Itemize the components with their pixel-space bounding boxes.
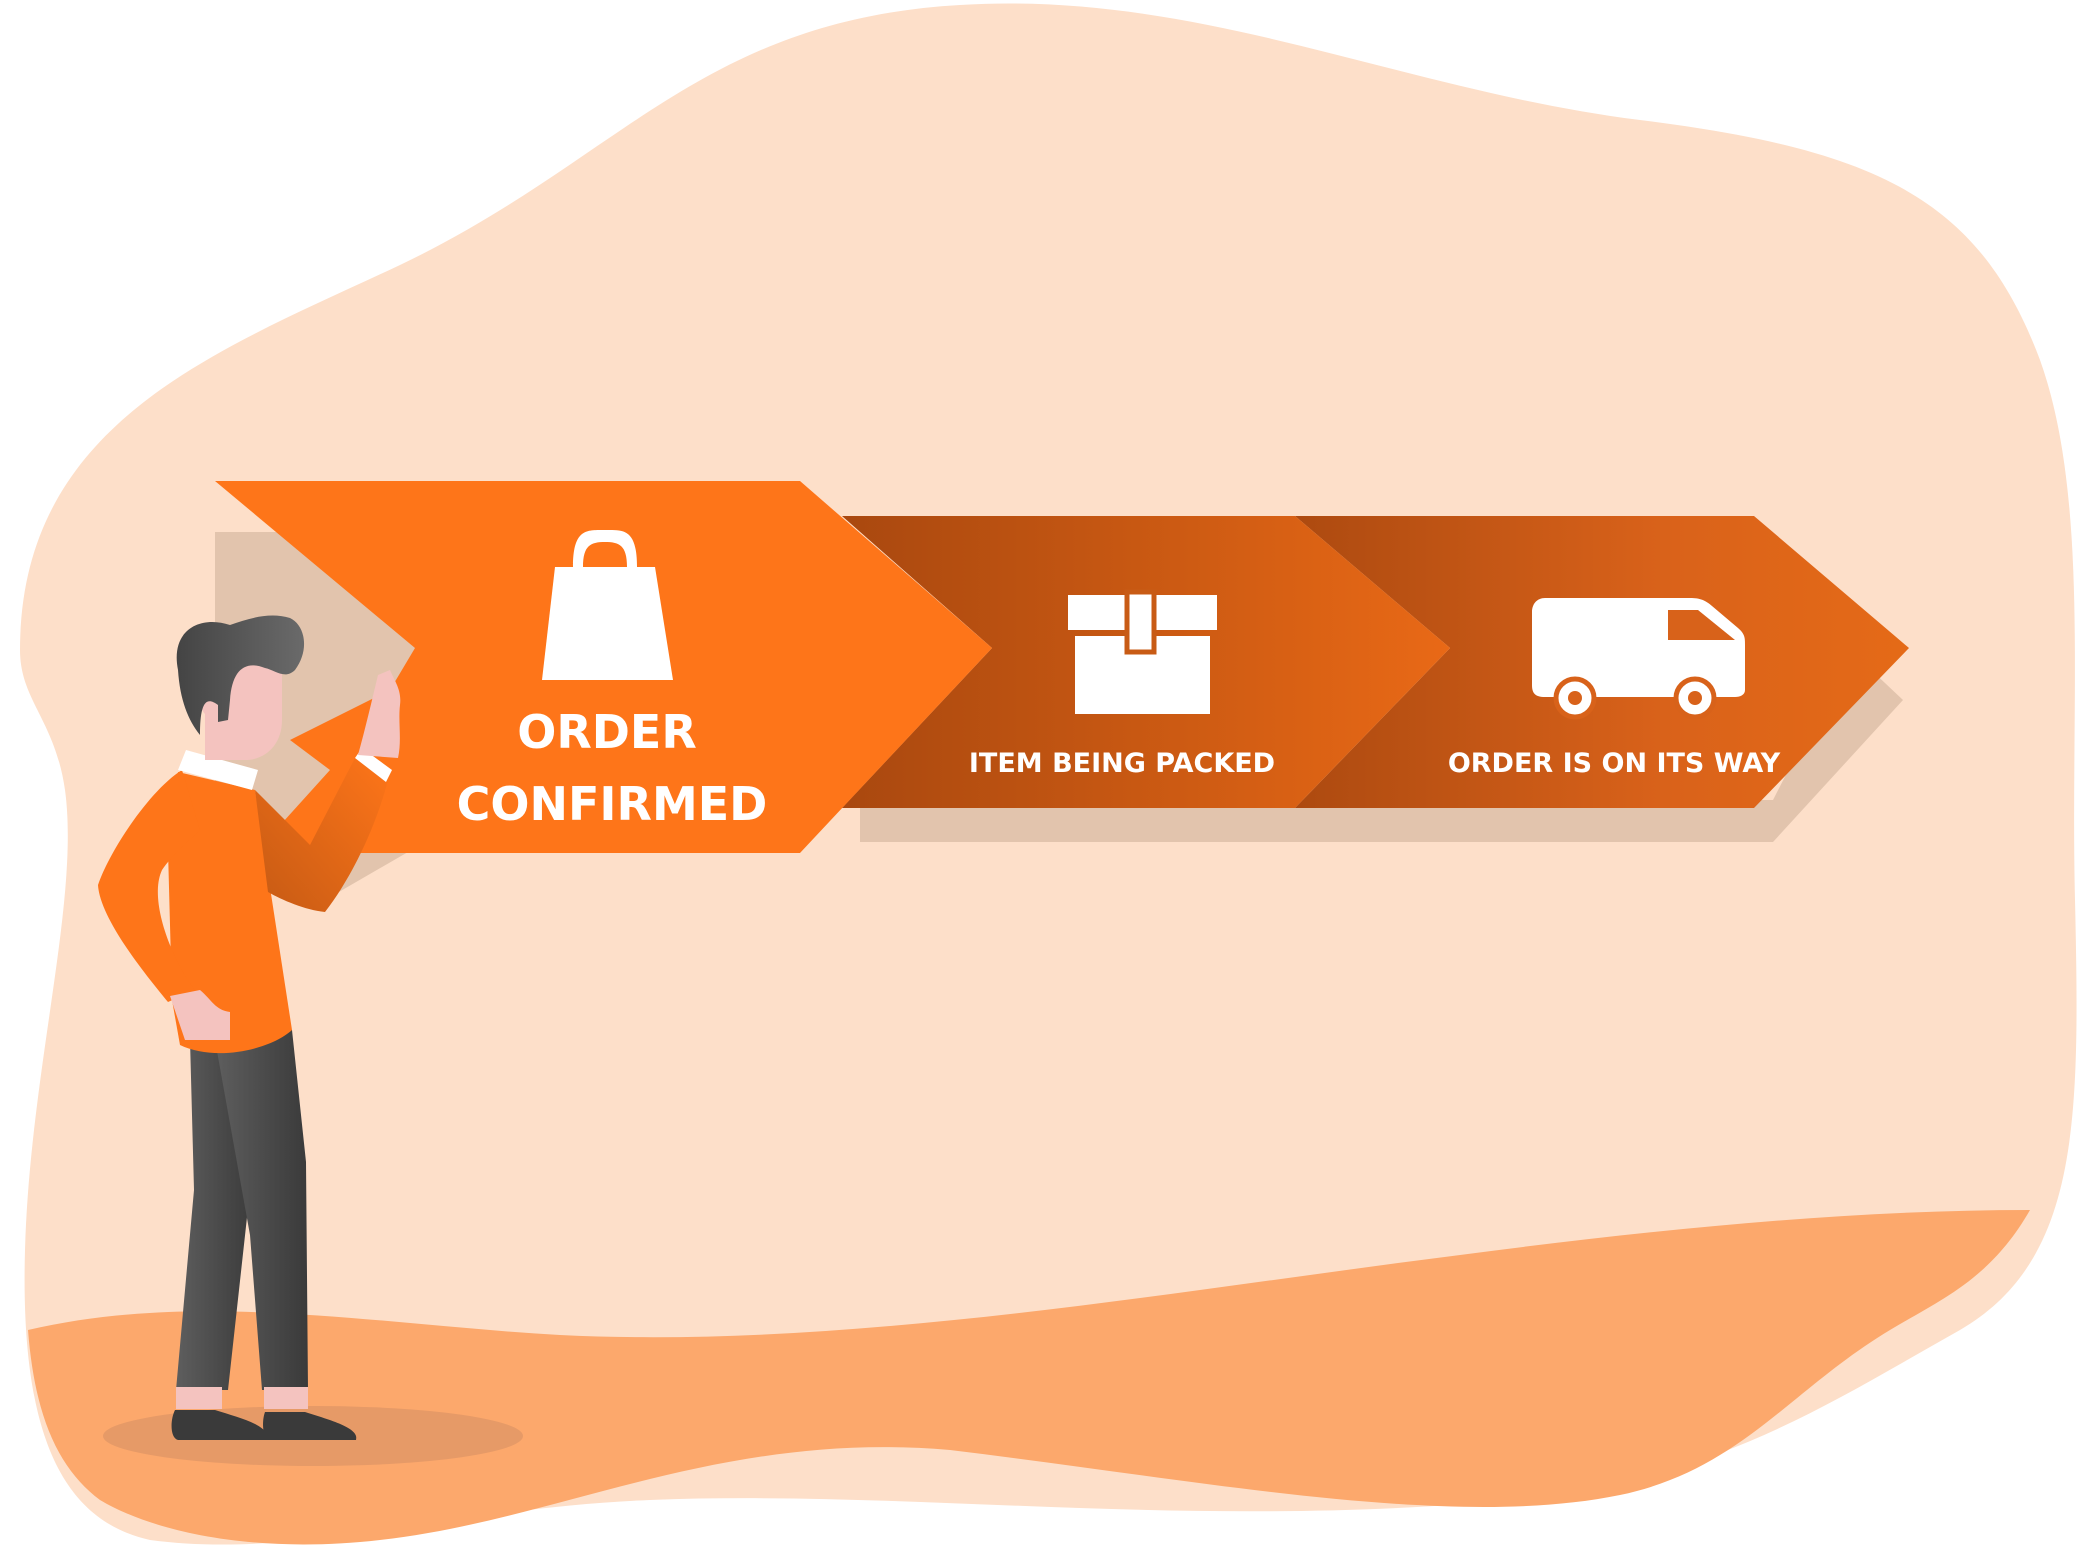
right-leg xyxy=(215,1030,308,1390)
step-2-label: ITEM BEING PACKED xyxy=(969,748,1275,779)
raised-arm xyxy=(255,758,388,912)
step-3-label: ORDER IS ON ITS WAY xyxy=(1448,748,1781,779)
step-1-label-line1: ORDER xyxy=(517,705,697,759)
shirt-torso xyxy=(168,772,292,1054)
right-shoe xyxy=(263,1412,357,1440)
hip-hand xyxy=(170,990,230,1040)
delivery-truck-icon xyxy=(1532,598,1745,720)
step-1-label-line2: CONFIRMED xyxy=(457,777,768,831)
hair xyxy=(176,615,305,735)
package-box-icon xyxy=(1068,589,1217,714)
raised-hand xyxy=(358,670,401,758)
ground-band xyxy=(28,1210,2030,1545)
person-figure xyxy=(98,615,523,1466)
back-arm xyxy=(98,770,200,1002)
shopping-bag-icon xyxy=(542,529,673,680)
left-shoe xyxy=(171,1410,269,1440)
